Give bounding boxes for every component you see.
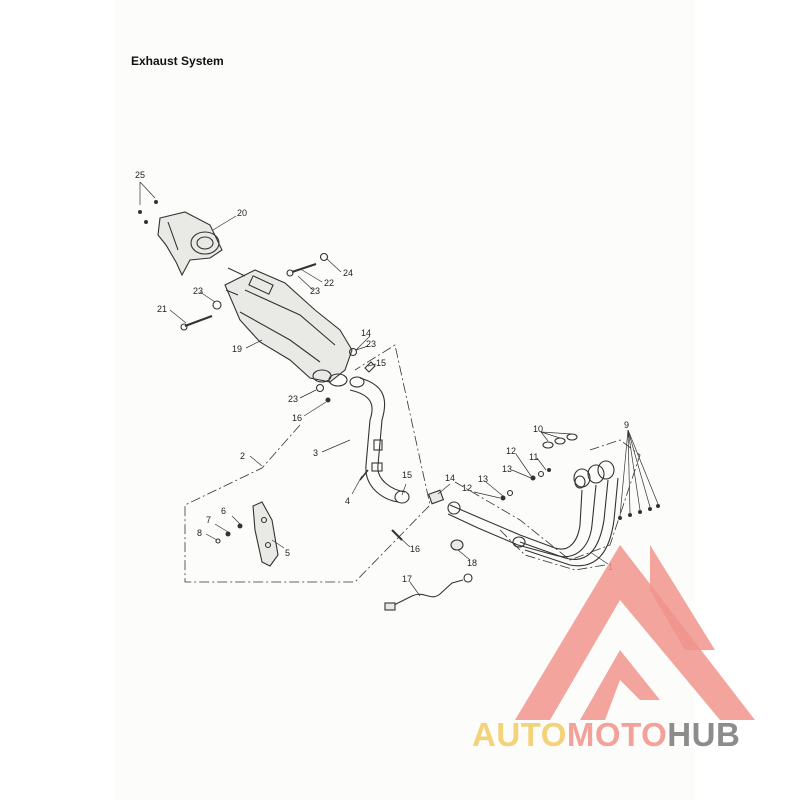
part-exhaust-header-1 bbox=[447, 460, 619, 567]
part-fasteners-6-7-8 bbox=[215, 523, 243, 544]
assembly-boundary-right bbox=[454, 439, 641, 561]
callout-14-upper: 14 bbox=[361, 328, 371, 338]
callout-23-c: 23 bbox=[366, 339, 376, 349]
part-bolt-4 bbox=[359, 469, 369, 481]
callout-12-upper: 12 bbox=[506, 446, 516, 456]
part-gasket-14-upper bbox=[348, 347, 358, 357]
part-heat-shield-5 bbox=[252, 501, 279, 567]
part-clamp-15-upper bbox=[364, 361, 376, 373]
callout-21: 21 bbox=[157, 304, 167, 314]
part-link-pipe-3 bbox=[349, 376, 410, 504]
callout-2: 2 bbox=[240, 451, 245, 461]
part-bolt-22 bbox=[286, 263, 317, 277]
part-bolt-16-upper bbox=[325, 397, 331, 403]
callout-24: 24 bbox=[343, 268, 353, 278]
part-grommet-18 bbox=[450, 539, 464, 551]
callout-14-lower: 14 bbox=[445, 473, 455, 483]
callout-6: 6 bbox=[221, 506, 226, 516]
leader-lines bbox=[169, 215, 659, 597]
callout-9: 9 bbox=[624, 420, 629, 430]
callout-23-a: 23 bbox=[310, 286, 320, 296]
part-nut-23-lower bbox=[315, 383, 325, 393]
callout-7: 7 bbox=[206, 515, 211, 525]
part-nut-24 bbox=[319, 252, 329, 262]
part-o2-sensor-17 bbox=[384, 573, 473, 611]
callout-15-upper: 15 bbox=[376, 358, 386, 368]
part-screws-25 bbox=[138, 181, 158, 224]
wordmark-auto: AUTO bbox=[472, 716, 567, 753]
callout-12-lower: 12 bbox=[462, 483, 472, 493]
callout-16-lower: 16 bbox=[410, 544, 420, 554]
callout-23-d: 23 bbox=[288, 394, 298, 404]
part-nut-23-upper bbox=[212, 300, 222, 310]
callout-22: 22 bbox=[324, 278, 334, 288]
callout-8: 8 bbox=[197, 528, 202, 538]
part-gasket-14-lower bbox=[427, 489, 445, 505]
assembly-boundary-bottom bbox=[499, 529, 606, 571]
callout-4: 4 bbox=[345, 496, 350, 506]
part-nuts-11-12-13 bbox=[500, 468, 551, 501]
wordmark-hub: HUB bbox=[667, 716, 741, 753]
callout-25: 25 bbox=[135, 170, 145, 180]
part-end-cap-20 bbox=[157, 211, 223, 277]
diagram-sheet bbox=[115, 0, 695, 800]
part-studs-9 bbox=[618, 504, 660, 520]
part-muffler-19 bbox=[224, 267, 353, 387]
callout-18: 18 bbox=[467, 558, 477, 568]
callout-23-b: 23 bbox=[193, 286, 203, 296]
callout-13-lower: 13 bbox=[478, 474, 488, 484]
part-bolt-21 bbox=[180, 315, 213, 331]
callout-3: 3 bbox=[313, 448, 318, 458]
callout-15-lower: 15 bbox=[402, 470, 412, 480]
automotohub-logo-mark bbox=[515, 545, 755, 720]
wordmark-moto: MOTO bbox=[566, 716, 668, 753]
callout-19: 19 bbox=[232, 344, 242, 354]
callout-11: 11 bbox=[529, 452, 538, 462]
callout-20: 20 bbox=[237, 208, 247, 218]
part-gaskets-10 bbox=[542, 433, 578, 449]
callout-16-upper: 16 bbox=[292, 413, 302, 423]
diagram-title: Exhaust System bbox=[131, 54, 224, 68]
callout-10: 10 bbox=[533, 424, 543, 434]
callout-5: 5 bbox=[285, 548, 290, 558]
assembly-boundary-left bbox=[184, 344, 431, 583]
automotohub-wordmark: AUTOMOTOHUB bbox=[472, 716, 740, 754]
callout-13-upper: 13 bbox=[502, 464, 512, 474]
callout-17: 17 bbox=[402, 574, 412, 584]
